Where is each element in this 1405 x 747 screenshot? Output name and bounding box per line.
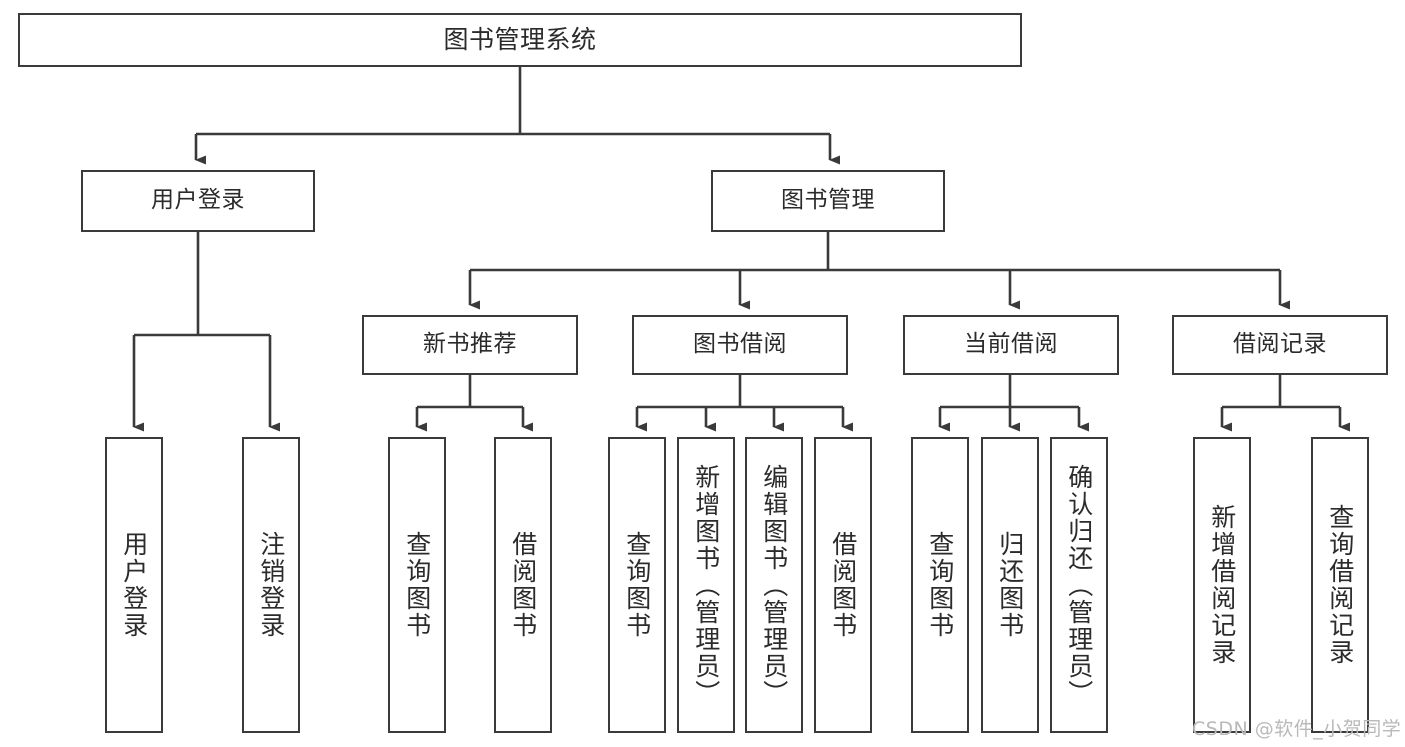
node-leaf-confirm-return-admin[interactable]: 确认归还（管理员） [1050, 437, 1108, 733]
node-current-borrow[interactable]: 当前借阅 [903, 315, 1119, 375]
node-leaf-search-book-1[interactable]: 查询图书 [388, 437, 446, 733]
node-leaf-add-borrow-record[interactable]: 新增借阅记录 [1193, 437, 1251, 733]
node-book-borrow-label: 图书借阅 [693, 331, 787, 358]
node-leaf-search-book-3[interactable]: 查询图书 [911, 437, 969, 733]
node-leaf-search-book-2-label: 查询图书 [622, 531, 652, 639]
node-root[interactable]: 图书管理系统 [18, 13, 1022, 67]
node-leaf-search-borrow-record-label: 查询借阅记录 [1325, 504, 1355, 666]
node-current-borrow-label: 当前借阅 [964, 331, 1058, 358]
node-leaf-borrow-book-2-label: 借阅图书 [828, 531, 858, 639]
node-leaf-logout[interactable]: 注销登录 [242, 437, 300, 733]
node-book-management-label: 图书管理 [781, 187, 875, 214]
node-new-book-recommend-label: 新书推荐 [423, 331, 517, 358]
node-leaf-add-book-admin-label: 新增图书（管理员） [691, 463, 721, 707]
node-leaf-return-book-label: 归还图书 [995, 531, 1025, 639]
node-user-login-label: 用户登录 [151, 187, 245, 214]
node-leaf-borrow-book-1[interactable]: 借阅图书 [494, 437, 552, 733]
node-borrow-records[interactable]: 借阅记录 [1172, 315, 1388, 375]
node-leaf-search-borrow-record[interactable]: 查询借阅记录 [1311, 437, 1369, 733]
node-leaf-search-book-2[interactable]: 查询图书 [608, 437, 666, 733]
node-leaf-user-login-label: 用户登录 [119, 531, 149, 639]
node-leaf-search-book-1-label: 查询图书 [402, 531, 432, 639]
node-leaf-user-login[interactable]: 用户登录 [105, 437, 163, 733]
node-root-label: 图书管理系统 [443, 25, 597, 55]
node-new-book-recommend[interactable]: 新书推荐 [362, 315, 578, 375]
node-borrow-records-label: 借阅记录 [1233, 331, 1327, 358]
node-leaf-return-book[interactable]: 归还图书 [981, 437, 1039, 733]
node-leaf-search-book-3-label: 查询图书 [925, 531, 955, 639]
node-leaf-logout-label: 注销登录 [256, 531, 286, 639]
node-book-management[interactable]: 图书管理 [711, 170, 945, 232]
node-leaf-borrow-book-1-label: 借阅图书 [508, 531, 538, 639]
node-leaf-confirm-return-admin-label: 确认归还（管理员） [1064, 463, 1094, 707]
node-leaf-add-book-admin[interactable]: 新增图书（管理员） [677, 437, 735, 733]
node-book-borrow[interactable]: 图书借阅 [632, 315, 848, 375]
node-leaf-add-borrow-record-label: 新增借阅记录 [1207, 504, 1237, 666]
node-leaf-borrow-book-2[interactable]: 借阅图书 [814, 437, 872, 733]
node-leaf-edit-book-admin-label: 编辑图书（管理员） [759, 463, 789, 707]
node-user-login[interactable]: 用户登录 [81, 170, 315, 232]
node-leaf-edit-book-admin[interactable]: 编辑图书（管理员） [745, 437, 803, 733]
